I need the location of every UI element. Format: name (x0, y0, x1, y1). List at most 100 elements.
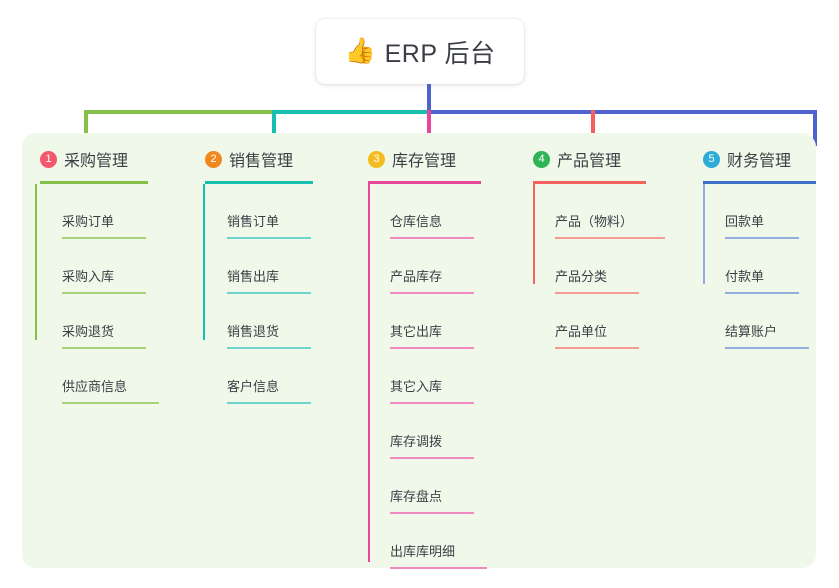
module-number-badge: 5 (703, 150, 720, 168)
module-spine (368, 184, 370, 562)
leaf-item[interactable]: 产品（物料） (533, 184, 690, 239)
connector-drop-2 (272, 110, 276, 146)
module-header-rule (40, 181, 148, 184)
leaf-label: 销售出库 (227, 269, 280, 284)
leaf-label: 产品（物料） (555, 214, 634, 229)
leaf-rule (555, 292, 639, 294)
leaf-item[interactable]: 回款单 (703, 184, 816, 239)
module-title: 采购管理 (64, 153, 129, 170)
module-header-4[interactable]: 4 产品管理 (533, 146, 690, 172)
thumbs-up-icon: 👍 (344, 37, 376, 65)
leaf-rule (227, 237, 311, 239)
module-column-4: 4 产品管理产品（物料） 产品分类产品单位 (520, 133, 690, 568)
leaf-rule (555, 347, 639, 349)
leaf-item[interactable]: 其它出库 (368, 294, 520, 349)
module-title: 销售管理 (229, 153, 294, 170)
connector-drop-5 (813, 110, 817, 146)
module-header-2[interactable]: 2 销售管理 (205, 146, 355, 172)
leaf-rule (390, 237, 474, 239)
leaf-label: 出库库明细 (390, 544, 456, 559)
module-column-3: 3 库存管理仓库信息产品库存其它出库其它入库库存调拨库存盘点出库库明细 (355, 133, 520, 569)
module-number-badge: 4 (533, 150, 550, 168)
module-number-badge: 3 (368, 150, 385, 168)
module-number-badge: 1 (40, 150, 57, 168)
leaf-rule (725, 237, 799, 239)
leaf-item[interactable]: 销售退货 (205, 294, 355, 349)
module-header-1[interactable]: 1 采购管理 (40, 146, 190, 172)
leaf-item[interactable]: 采购订单 (40, 184, 190, 239)
root-node-card[interactable]: 👍 ERP 后台 (316, 19, 524, 84)
connector-bus-segment-3 (427, 110, 817, 114)
leaf-rule (725, 347, 809, 349)
module-header-rule (205, 181, 313, 184)
leaf-label: 采购退货 (62, 324, 115, 339)
leaf-label: 产品分类 (555, 269, 608, 284)
root-node-title: ERP 后台 (384, 39, 496, 68)
leaf-item[interactable]: 客户信息 (205, 349, 355, 404)
module-header-3[interactable]: 3 库存管理 (368, 146, 520, 172)
leaf-list: 采购订单采购入库采购退货供应商信息 (40, 184, 190, 404)
connector-drop-3 (427, 110, 431, 146)
leaf-rule (390, 292, 474, 294)
leaf-rule (227, 402, 311, 404)
leaf-rule (390, 567, 487, 569)
module-spine (35, 184, 37, 340)
leaf-item[interactable]: 库存盘点 (368, 459, 520, 514)
module-header-rule (368, 181, 481, 184)
leaf-label: 采购订单 (62, 214, 115, 229)
leaf-label: 仓库信息 (390, 214, 443, 229)
leaf-label: 销售订单 (227, 214, 280, 229)
module-header-rule (703, 181, 816, 184)
module-title: 产品管理 (557, 153, 622, 170)
leaf-item[interactable]: 销售出库 (205, 239, 355, 294)
diagram-panel (22, 133, 816, 568)
leaf-item[interactable]: 产品库存 (368, 239, 520, 294)
leaf-item[interactable]: 采购退货 (40, 294, 190, 349)
leaf-label: 库存盘点 (390, 489, 443, 504)
leaf-label: 产品库存 (390, 269, 443, 284)
leaf-rule (390, 512, 474, 514)
leaf-label: 产品单位 (555, 324, 608, 339)
leaf-item[interactable]: 产品单位 (533, 294, 690, 349)
leaf-rule (62, 347, 146, 349)
leaf-label: 回款单 (725, 214, 765, 229)
connector-bus-segment-2 (272, 110, 429, 114)
leaf-item[interactable]: 出库库明细 (368, 514, 520, 569)
leaf-rule (390, 457, 474, 459)
leaf-list: 销售订单销售出库销售退货客户信息 (205, 184, 355, 404)
leaf-label: 付款单 (725, 269, 765, 284)
leaf-item[interactable]: 供应商信息 (40, 349, 190, 404)
leaf-list: 产品（物料） 产品分类产品单位 (533, 184, 690, 349)
module-spine (703, 184, 705, 284)
connector-bus-segment-1 (84, 110, 274, 114)
leaf-label: 结算账户 (725, 324, 778, 339)
leaf-rule (725, 292, 799, 294)
connector-drop-4 (591, 110, 595, 146)
leaf-rule (62, 237, 146, 239)
leaf-item[interactable]: 其它入库 (368, 349, 520, 404)
leaf-item[interactable]: 销售订单 (205, 184, 355, 239)
leaf-label: 销售退货 (227, 324, 280, 339)
leaf-rule (227, 347, 311, 349)
leaf-label: 其它出库 (390, 324, 443, 339)
module-spine (203, 184, 205, 340)
module-column-2: 2 销售管理销售订单销售出库销售退货客户信息 (190, 133, 355, 568)
leaf-rule (62, 402, 159, 404)
leaf-rule (390, 402, 474, 404)
leaf-item[interactable]: 库存调拨 (368, 404, 520, 459)
leaf-rule (227, 292, 311, 294)
leaf-list: 仓库信息产品库存其它出库其它入库库存调拨库存盘点出库库明细 (368, 184, 520, 569)
leaf-label: 客户信息 (227, 379, 280, 394)
leaf-item[interactable]: 仓库信息 (368, 184, 520, 239)
leaf-item[interactable]: 采购入库 (40, 239, 190, 294)
column-container: 1 采购管理采购订单采购入库采购退货供应商信息 2 销售管理销售订单销售出库销售退货客… (22, 133, 816, 569)
leaf-item[interactable]: 结算账户 (703, 294, 816, 349)
leaf-item[interactable]: 付款单 (703, 239, 816, 294)
leaf-item[interactable]: 产品分类 (533, 239, 690, 294)
leaf-list: 回款单付款单结算账户 (703, 184, 816, 349)
module-number-badge: 2 (205, 150, 222, 168)
module-title: 库存管理 (392, 153, 457, 170)
leaf-label: 采购入库 (62, 269, 115, 284)
